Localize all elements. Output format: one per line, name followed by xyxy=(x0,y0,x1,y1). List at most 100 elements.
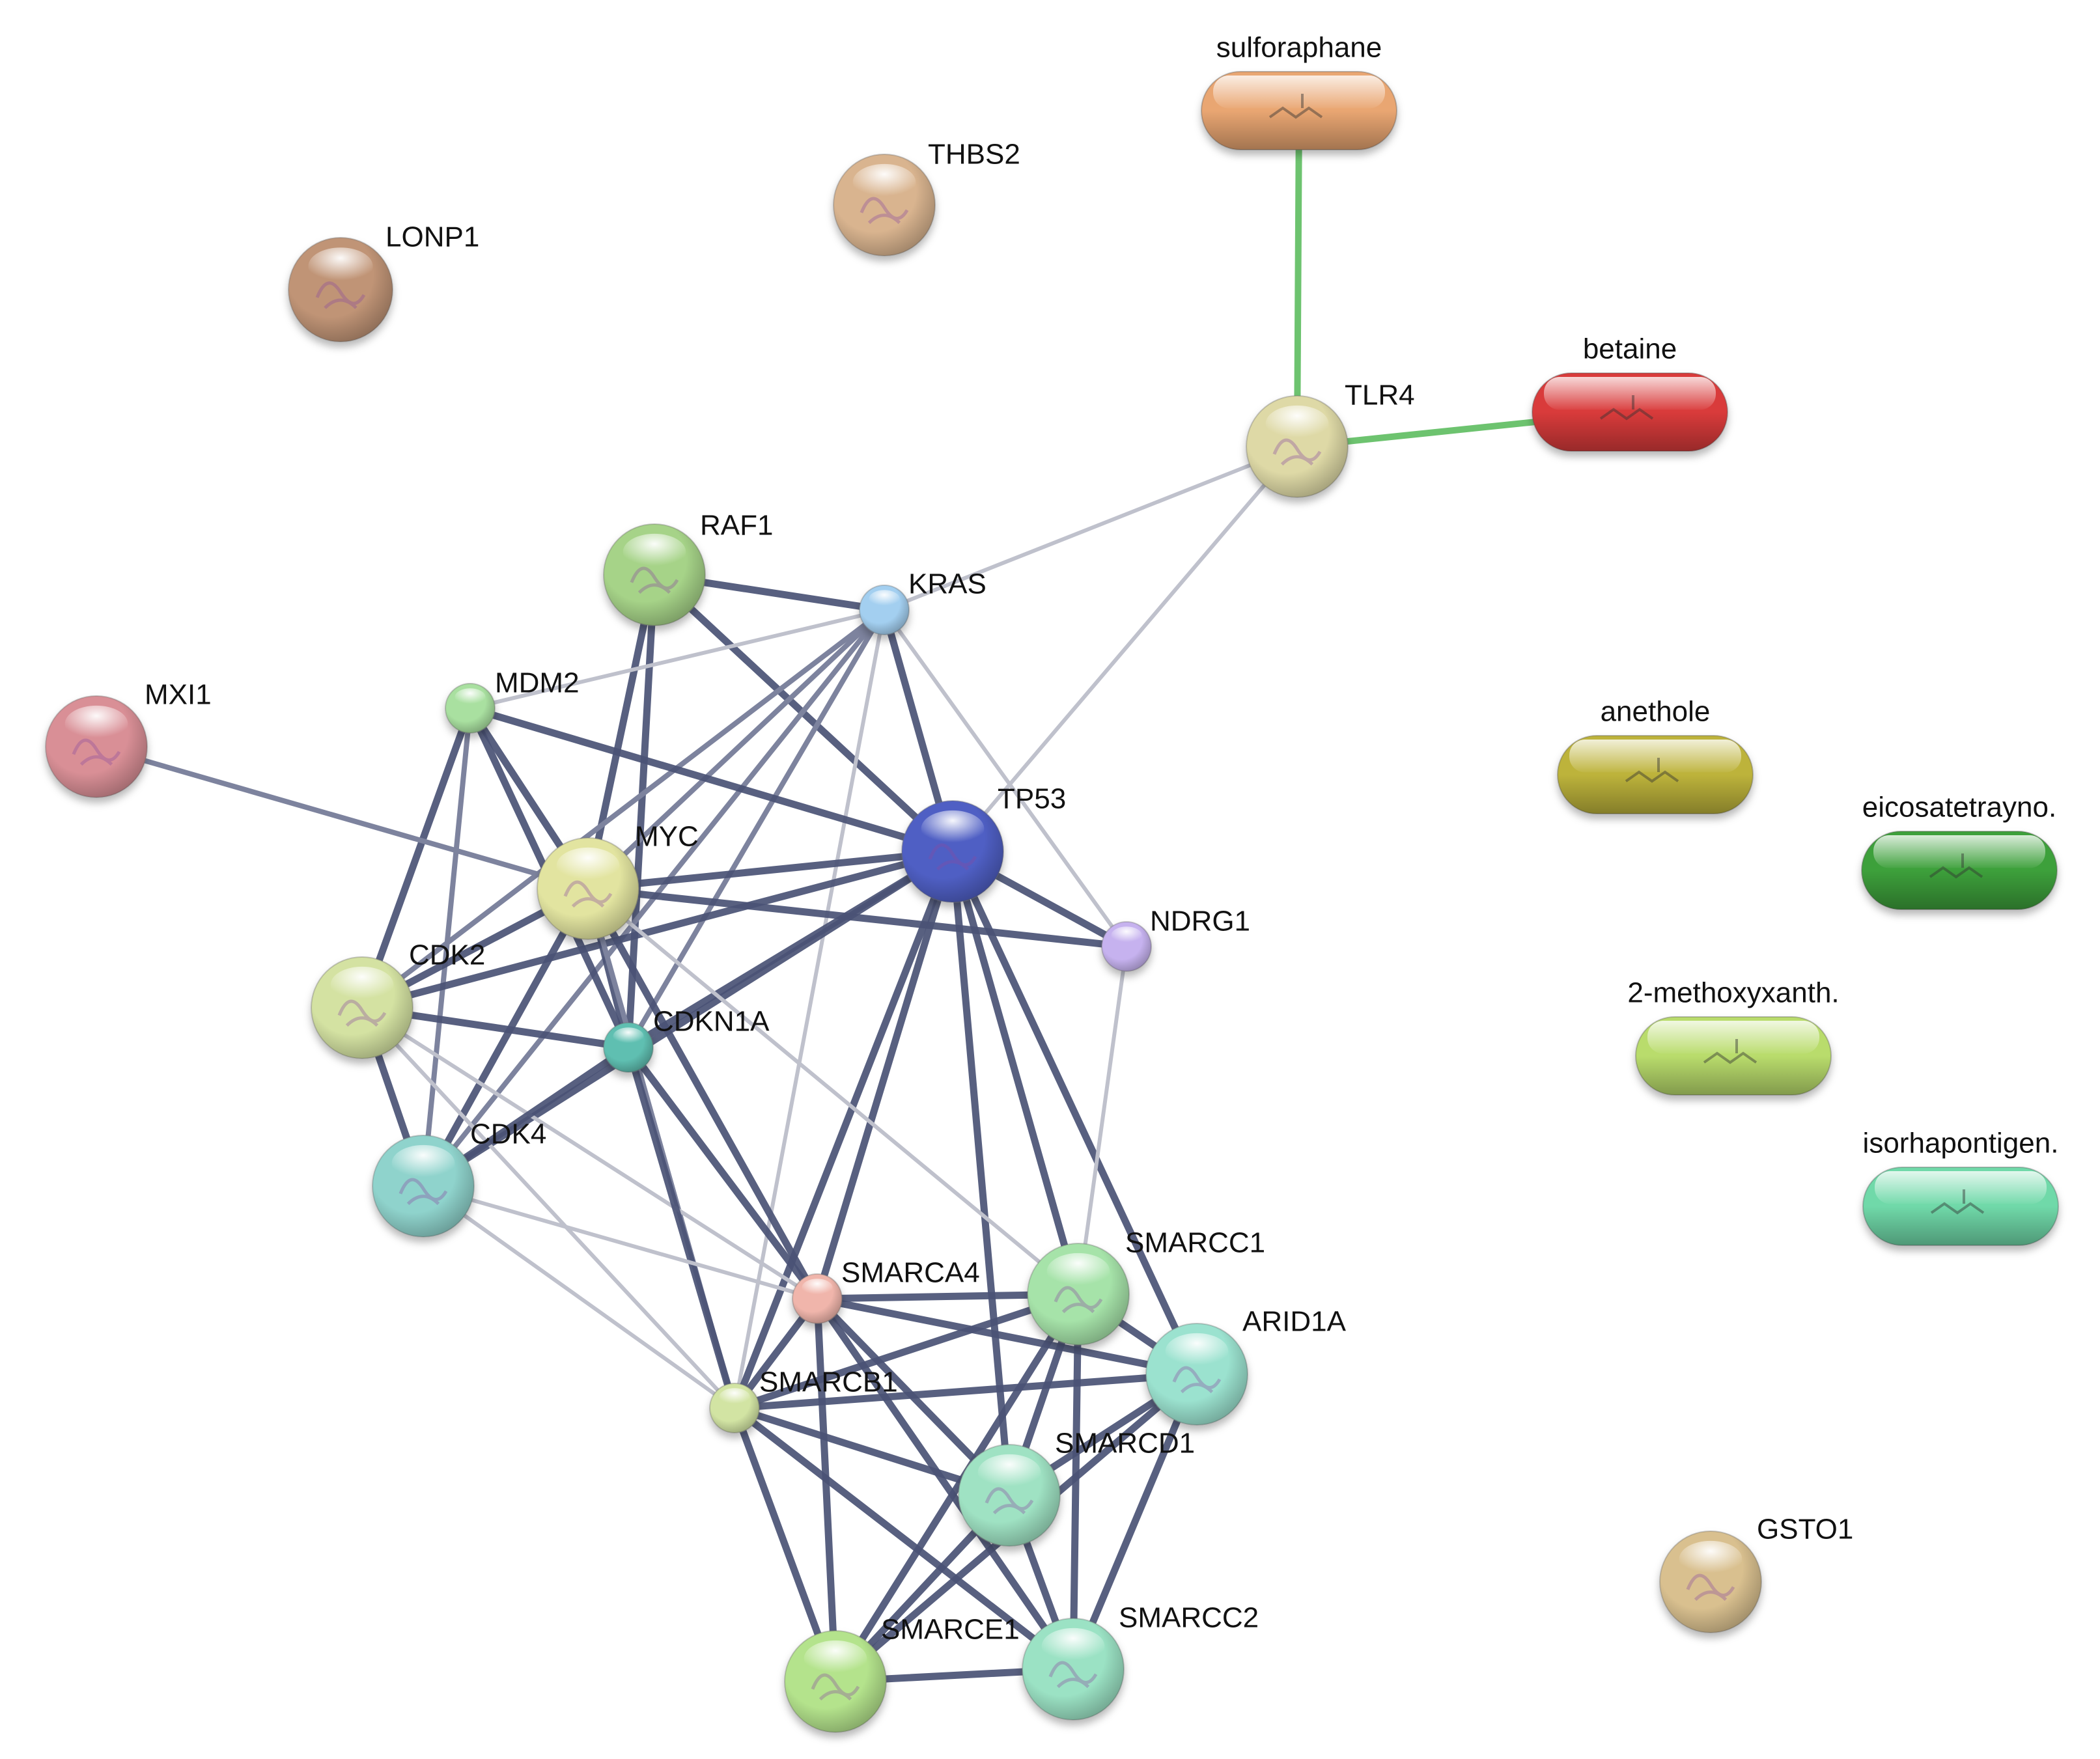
node-ndrg1[interactable]: NDRG1 xyxy=(1101,906,1250,972)
edge-smarcc1-smarce1 xyxy=(832,1290,1082,1685)
cdk4-structure-icon xyxy=(399,1178,448,1206)
edge-smarcb1-smarcc2 xyxy=(731,1404,1077,1673)
myc-structure-icon xyxy=(563,880,613,908)
smarcc2-structure-icon xyxy=(1048,1661,1098,1689)
anethole-molecule-icon xyxy=(1625,758,1679,783)
edge-arid1a-smarcc2 xyxy=(1069,1370,1201,1673)
node-anethole[interactable]: anethole xyxy=(1557,696,1754,814)
label-tp53: TP53 xyxy=(998,783,1066,815)
edge-smarca4-smarce1 xyxy=(813,1295,839,1685)
edge-cdk4-smarcb1 xyxy=(421,1184,736,1410)
edge-kras-smarcb1 xyxy=(733,608,886,1410)
node-mxi1[interactable]: MXI1 xyxy=(45,679,212,798)
eicosatetrayno-molecule-icon xyxy=(1929,853,1983,879)
label-eicosatetrayno: eicosatetrayno. xyxy=(1862,792,2056,824)
edge-smarca4-arid1a xyxy=(813,1295,1201,1378)
label-sulforaphane: sulforaphane xyxy=(1216,32,1382,64)
node-raf1[interactable]: RAF1 xyxy=(603,510,773,626)
node-arid1a[interactable]: ARID1A xyxy=(1145,1306,1347,1426)
smarcc1-structure-icon xyxy=(1054,1286,1103,1314)
label-smarcc1: SMARCC1 xyxy=(1125,1227,1265,1259)
node-smarce1[interactable]: SMARCE1 xyxy=(784,1614,1020,1733)
smarcd1-structure-icon xyxy=(985,1487,1034,1515)
label-raf1: RAF1 xyxy=(700,510,773,542)
edge-kras-myc xyxy=(585,607,887,891)
node-gsto1[interactable]: GSTO1 xyxy=(1659,1514,1853,1633)
tp53-structure-icon xyxy=(928,843,977,871)
edge-cdk2-smarca4 xyxy=(360,1006,819,1301)
edge-cdkn1a-smarca4 xyxy=(624,1044,821,1303)
mxi1-structure-icon xyxy=(72,738,121,766)
node-thbs2[interactable]: THBS2 xyxy=(833,139,1020,256)
edge-myc-cdk4 xyxy=(419,885,592,1190)
node-smarcc1[interactable]: SMARCC1 xyxy=(1027,1227,1265,1346)
node-smarca4[interactable]: SMARCA4 xyxy=(792,1257,980,1324)
label-gsto1: GSTO1 xyxy=(1757,1514,1853,1545)
label-tlr4: TLR4 xyxy=(1345,380,1415,411)
label-ndrg1: NDRG1 xyxy=(1150,906,1250,937)
edge-myc-smarcc1 xyxy=(586,887,1080,1296)
node-tp53[interactable]: TP53 xyxy=(901,783,1066,903)
label-smarcc2: SMARCC2 xyxy=(1119,1602,1259,1634)
arid1a-structure-icon xyxy=(1172,1366,1222,1394)
label-anethole: anethole xyxy=(1601,696,1711,728)
node-smarcb1[interactable]: SMARCB1 xyxy=(709,1366,898,1434)
label-arid1a: ARID1A xyxy=(1242,1306,1347,1338)
label-smarcb1: SMARCB1 xyxy=(759,1366,898,1398)
node-methoxyxanth[interactable]: 2-methoxyxanth. xyxy=(1627,977,1840,1096)
node-mdm2[interactable]: MDM2 xyxy=(445,667,580,734)
edge-smarca4-smarcc2 xyxy=(813,1295,1077,1673)
isorhapontigen-molecule-icon xyxy=(1930,1189,1985,1215)
edge-myc-smarca4 xyxy=(584,885,821,1303)
node-lonp1[interactable]: LONP1 xyxy=(288,221,479,342)
node-smarcd1[interactable]: SMARCD1 xyxy=(958,1428,1195,1547)
betaine-molecule-icon xyxy=(1599,395,1654,421)
edge-kras-mdm2 xyxy=(468,608,886,710)
edge-arid1a-smarcb1 xyxy=(731,1370,1201,1412)
edge-mdm2-tp53 xyxy=(466,704,957,855)
label-smarcd1: SMARCD1 xyxy=(1055,1428,1195,1460)
node-betaine[interactable]: betaine xyxy=(1532,333,1728,452)
label-mdm2: MDM2 xyxy=(495,667,580,699)
node-eicosatetrayno[interactable]: eicosatetrayno. xyxy=(1861,792,2058,910)
label-myc: MYC xyxy=(635,821,699,853)
thbs2-structure-icon xyxy=(860,197,909,225)
label-smarca4: SMARCA4 xyxy=(841,1257,980,1289)
lonp1-structure-icon xyxy=(315,281,366,309)
label-lonp1: LONP1 xyxy=(385,221,479,253)
edge-smarcc1-smarcb1 xyxy=(731,1290,1082,1412)
label-isorhapontigen: isorhapontigen. xyxy=(1863,1128,2059,1159)
edge-raf1-myc xyxy=(584,571,658,893)
node-isorhapontigen[interactable]: isorhapontigen. xyxy=(1862,1128,2059,1246)
edge-cdk2-smarcb1 xyxy=(360,1006,736,1410)
node-myc[interactable]: MYC xyxy=(537,821,699,940)
node-tlr4[interactable]: TLR4 xyxy=(1246,380,1415,498)
edge-tp53-myc xyxy=(584,848,957,893)
node-cdkn1a[interactable]: CDKN1A xyxy=(603,1006,770,1073)
node-sulforaphane[interactable]: sulforaphane xyxy=(1201,32,1397,150)
label-betaine: betaine xyxy=(1583,333,1677,365)
edges-layer xyxy=(94,107,1633,1685)
node-cdk2[interactable]: CDK2 xyxy=(311,939,485,1059)
label-thbs2: THBS2 xyxy=(928,139,1020,171)
label-mxi1: MXI1 xyxy=(145,679,212,711)
edge-tp53-smarcc1 xyxy=(949,848,1082,1298)
tlr4-structure-icon xyxy=(1272,438,1322,466)
node-cdk4[interactable]: CDK4 xyxy=(372,1118,546,1238)
label-cdkn1a: CDKN1A xyxy=(653,1006,770,1038)
edge-kras-ndrg1 xyxy=(882,608,1128,949)
edge-cdk4-smarca4 xyxy=(421,1184,819,1301)
edge-tp53-smarcb1 xyxy=(731,848,957,1412)
label-cdk2: CDK2 xyxy=(409,939,485,971)
edge-cdkn1a-smarcb1 xyxy=(624,1044,738,1412)
label-cdk4: CDK4 xyxy=(470,1118,546,1150)
node-kras[interactable]: KRAS xyxy=(859,568,987,635)
node-smarcc2[interactable]: SMARCC2 xyxy=(1022,1602,1259,1721)
edge-kras-cdkn1a xyxy=(626,607,887,1050)
cdk2-structure-icon xyxy=(337,999,387,1027)
gsto1-structure-icon xyxy=(1686,1573,1735,1601)
edge-tp53-cdk2 xyxy=(358,848,957,1012)
label-kras: KRAS xyxy=(908,568,987,600)
